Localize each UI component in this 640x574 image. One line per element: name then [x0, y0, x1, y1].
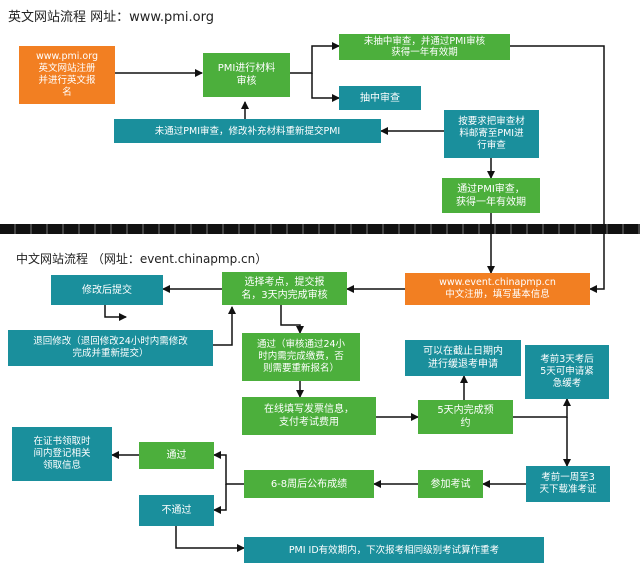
sampled-box: 抽中审查 [339, 86, 421, 110]
pmi-register-box: www.pmi.org 英文网站注册 并进行英文报 名 [19, 46, 115, 104]
arrow-review-to-sampled [311, 73, 340, 102]
download-ticket-box: 考前一周至3 天下载准考证 [526, 466, 610, 502]
choose-site-box: 选择考点，提交报 名，3天内完成审核 [222, 272, 347, 305]
arrow-submit-edit-to-choose [104, 305, 127, 321]
pmi-review-box: PMI进行材料 审核 [203, 53, 290, 97]
book-5days-box: 5天内完成预 约 [418, 400, 513, 434]
mail-materials-box: 按要求把审查材 料邮寄至PMI进 行审查 [444, 110, 539, 158]
defer-apply-box: 可以在截止日期内 进行缓退考申请 [405, 340, 521, 376]
fail-resubmit-box: 未通过PMI审查，修改补充材料重新提交PMI [114, 119, 381, 143]
retake-box: PMI ID有效期内，下次报考相同级别考试算作重考 [244, 537, 544, 563]
fail-box: 不通过 [139, 495, 214, 526]
chinese-section-title: 中文网站流程 （网址：event.chinapmp.cn） [16, 252, 268, 266]
arrow-book-to-emergency [513, 398, 571, 418]
invoice-pay-box: 在线填写发票信息， 支付考试费用 [242, 397, 376, 435]
pass-review-box: 通过PMI审查， 获得一年有效期 [442, 178, 540, 213]
section-divider [0, 224, 640, 234]
approved-box: 通过（审核通过24小 时内需完成缴费，否 则需要重新报名） [242, 333, 360, 381]
take-exam-box: 参加考试 [418, 470, 483, 498]
arrow-results-to-fail [213, 484, 227, 514]
cert-info-box: 在证书领取时 间内登记相关 领取信息 [12, 427, 112, 481]
arrow-return-to-choose [213, 306, 236, 346]
arrow-not-sampled-to-cn [510, 45, 605, 293]
english-section-title: 英文网站流程 网址：www.pmi.org [8, 10, 214, 25]
arrow-review-to-not-sampled [290, 42, 340, 74]
submit-after-edit-box: 修改后提交 [51, 275, 163, 305]
emergency-defer-box: 考前3天考后 5天可申请紧 急缓考 [525, 345, 609, 399]
pass-box: 通过 [139, 442, 214, 469]
not-sampled-box: 未抽中审查，并通过PMI审核 获得一年有效期 [339, 34, 510, 60]
arrow-choose-to-approved [280, 305, 304, 334]
results-box: 6-8周后公布成绩 [244, 470, 374, 498]
arrow-results-to-pass [213, 451, 244, 485]
arrow-fail-to-retake [175, 526, 245, 552]
chinapmp-register-box: www.event.chinapmp.cn 中文注册，填写基本信息 [405, 273, 590, 305]
return-edit-box: 退回修改（退回修改24小时内需修改 完成并重新提交） [8, 330, 213, 366]
